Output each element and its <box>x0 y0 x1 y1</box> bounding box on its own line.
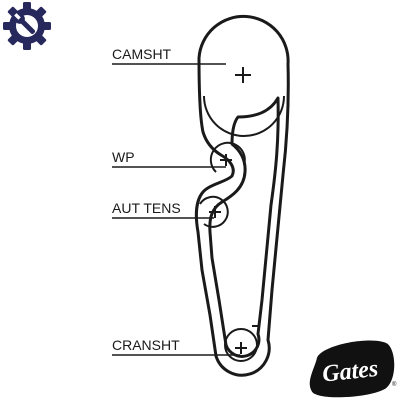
camshaft-pulley <box>203 67 285 137</box>
crankshaft-pulley <box>224 325 258 362</box>
water-pump-pulley <box>209 141 246 173</box>
registered-mark: ® <box>392 381 397 388</box>
gear-wrench-icon <box>3 2 51 50</box>
gates-logo: Gates <box>309 340 395 398</box>
crankshaft-label: CRANSHT <box>112 337 180 353</box>
water-pump-label: WP <box>112 149 135 165</box>
auto-tensioner-pulley <box>199 195 229 228</box>
belt-outer-outline <box>194 14 290 377</box>
gates-logo-text: Gates <box>321 356 379 388</box>
auto-tensioner-label: AUT TENS <box>112 200 181 216</box>
camshaft-center-plus-icon <box>235 67 251 83</box>
crankshaft-center-plus-icon <box>235 342 247 354</box>
water-pump-center-plus-icon <box>220 154 232 166</box>
auto-tensioner-center-plus-icon <box>209 206 221 218</box>
camshaft-label: CAMSHT <box>112 46 172 62</box>
